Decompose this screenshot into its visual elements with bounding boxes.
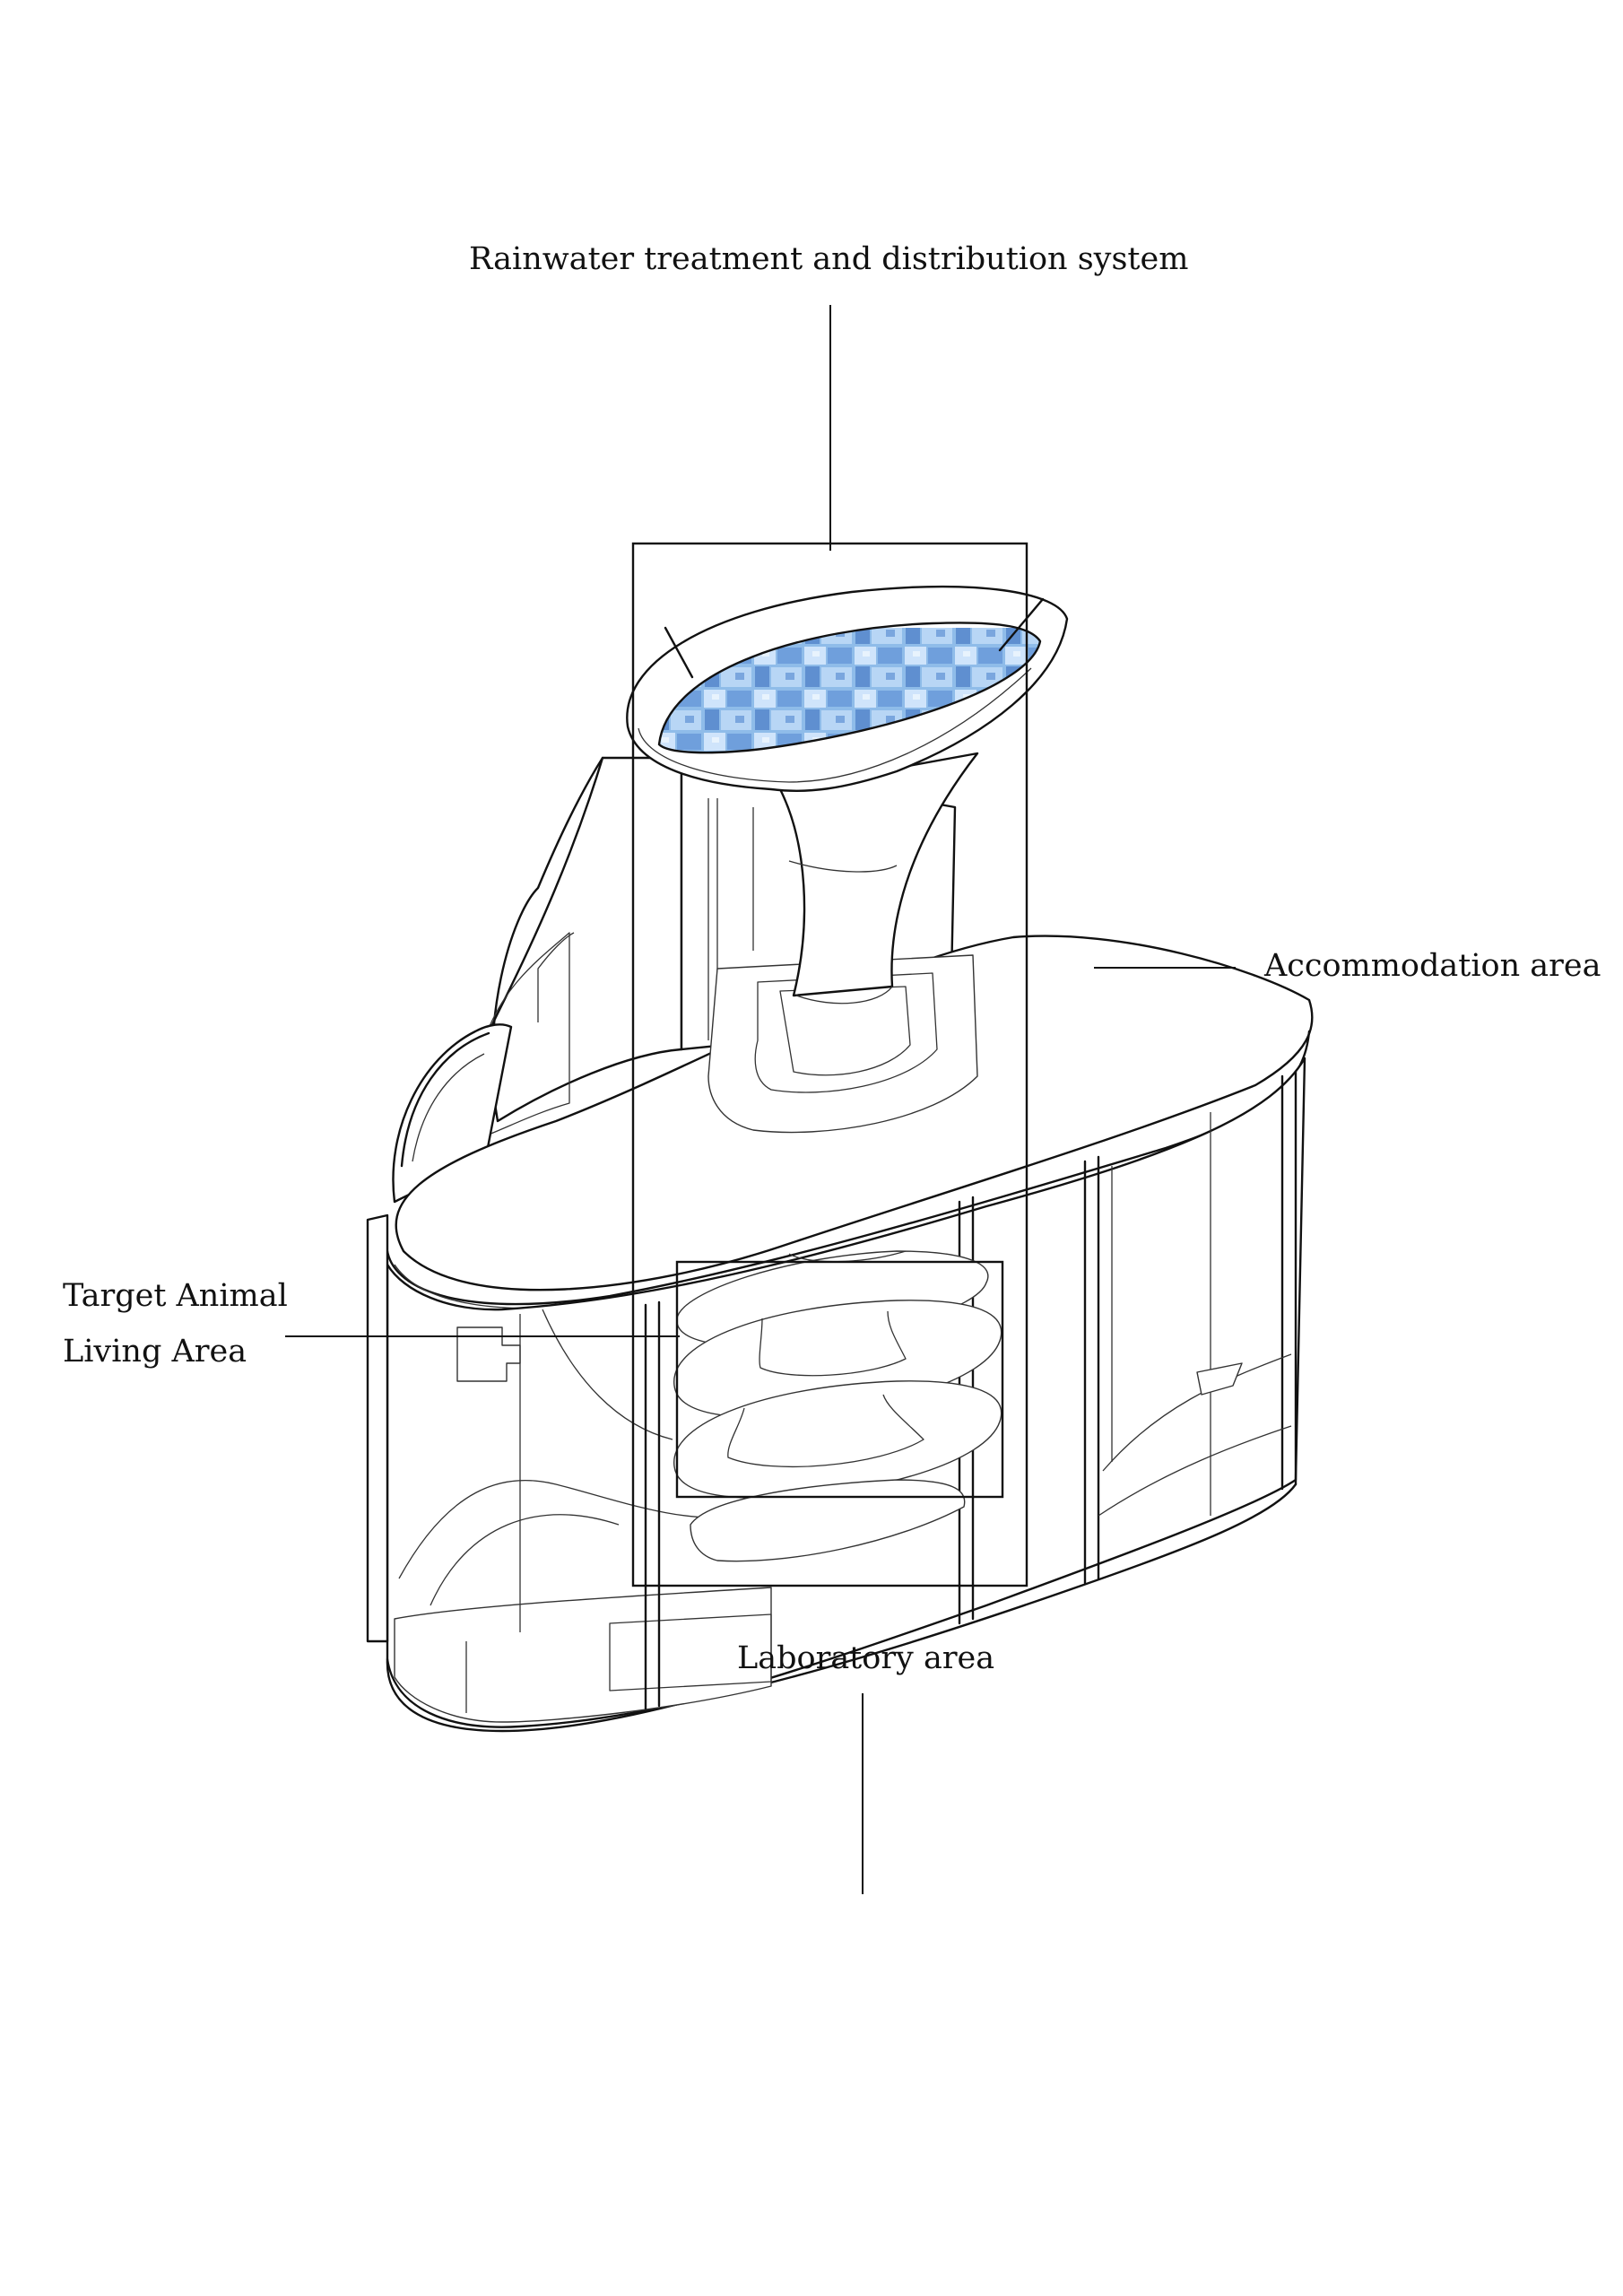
left-tower-window xyxy=(537,932,575,1022)
habitat-disc-base xyxy=(690,1479,966,1562)
target-animal-label-line2: Living Area xyxy=(63,1334,247,1370)
habitat-cone-mid xyxy=(759,1310,907,1377)
accommodation-area-label: Accommodation area xyxy=(1264,948,1601,984)
lab-right-hatch xyxy=(1196,1362,1243,1396)
left-balcony-inner xyxy=(412,1053,485,1162)
rainwater-system-label: Rainwater treatment and distribution sys… xyxy=(469,241,1189,277)
left-balcony-rim xyxy=(400,1031,490,1168)
funnel-stem xyxy=(778,752,979,997)
lab-interior-arch xyxy=(542,1309,673,1440)
left-tower-panel xyxy=(483,932,570,1135)
left-tower-wall xyxy=(491,756,683,1123)
target-animal-callout-box xyxy=(675,1260,1004,1499)
bowl-pole-left xyxy=(664,626,694,679)
lab-front-bench xyxy=(609,1613,772,1692)
target-animal-label-line1: Target Animal xyxy=(63,1278,288,1314)
laboratory-left-frame xyxy=(366,1213,389,1643)
habitat-cone-low xyxy=(727,1394,924,1468)
laboratory-area-label: Laboratory area xyxy=(737,1640,995,1676)
plinth-outer xyxy=(707,954,978,1134)
funnel-ring-2 xyxy=(795,986,893,1004)
plinth-inner xyxy=(754,972,938,1093)
rain-bowl-rim xyxy=(657,622,1042,754)
lab-interior-ramp xyxy=(398,1479,736,1579)
lab-interior-ramp2 xyxy=(430,1514,620,1606)
lab-right-ramp2 xyxy=(1098,1425,1292,1517)
lab-front-platform xyxy=(394,1587,772,1723)
laboratory-base-curve xyxy=(386,1483,1298,1728)
rain-bowl-lip xyxy=(638,667,1032,783)
lab-right-ramp xyxy=(1102,1353,1292,1472)
bowl-pole-right xyxy=(998,597,1045,652)
plinth-inner2 xyxy=(779,986,911,1076)
funnel-ring-1 xyxy=(788,860,898,873)
